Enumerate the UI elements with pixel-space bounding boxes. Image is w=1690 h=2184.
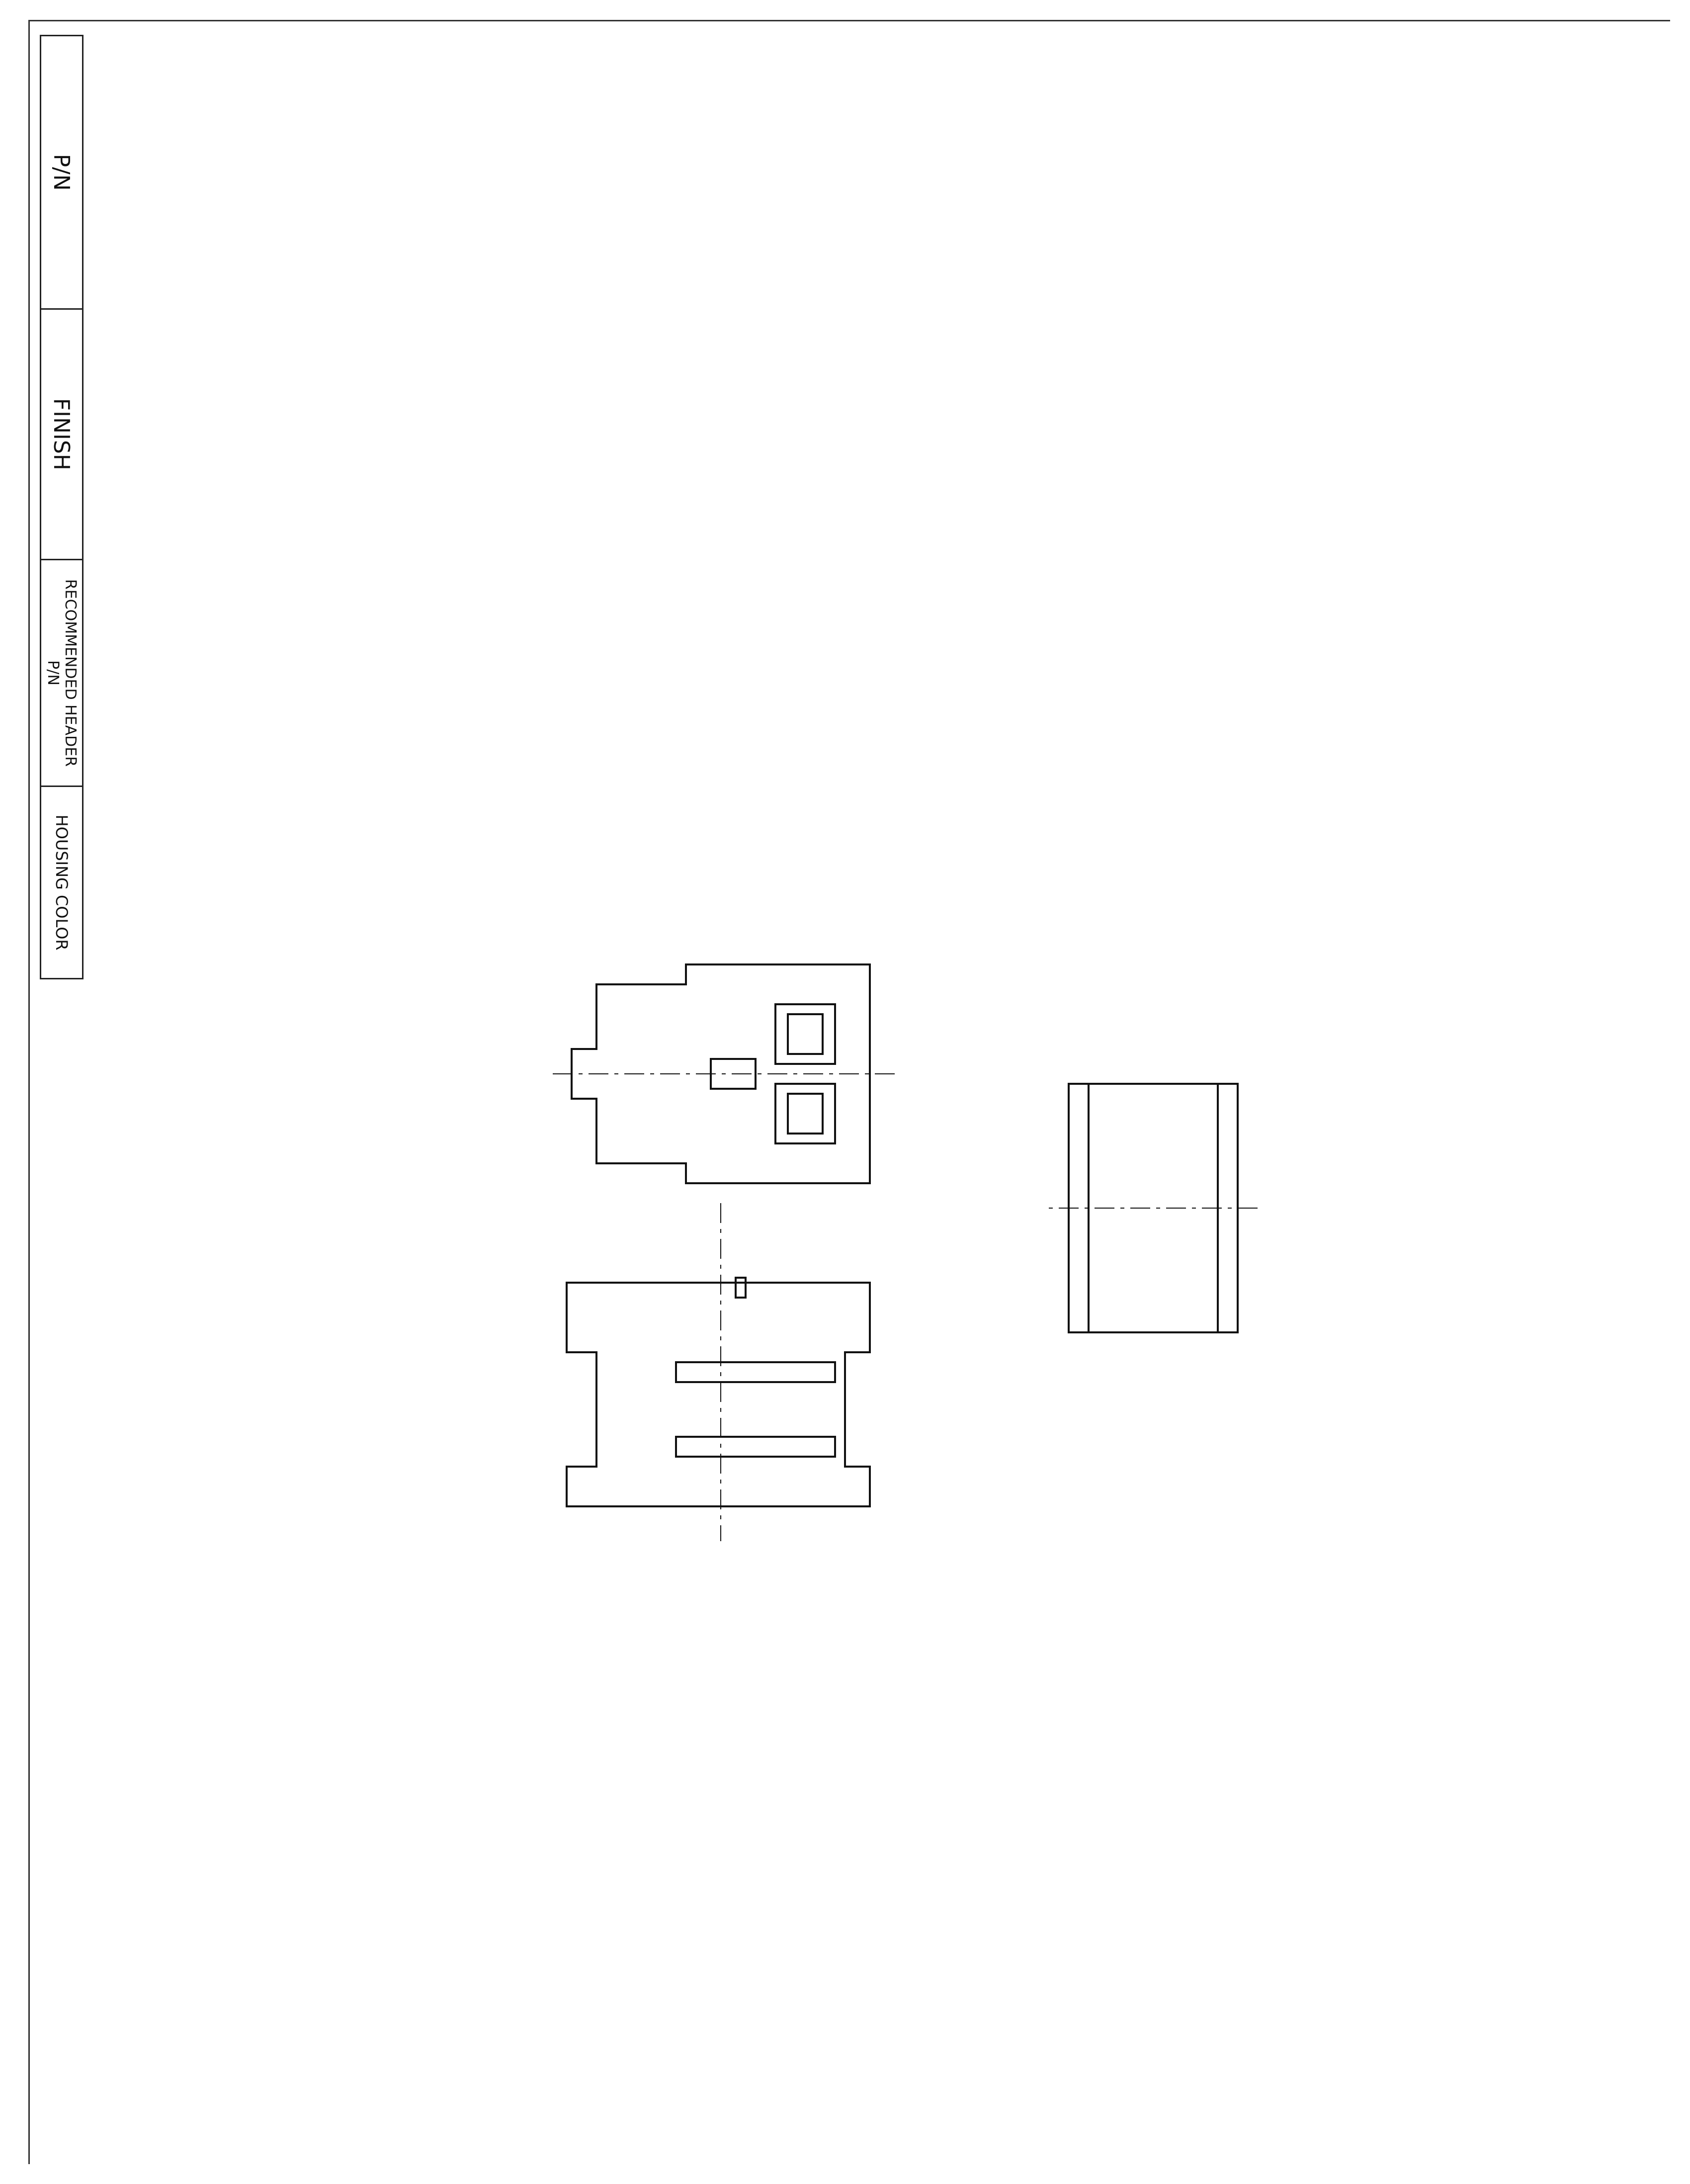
- front-view-body: [571, 963, 871, 1184]
- section-view-body: [566, 1282, 871, 1507]
